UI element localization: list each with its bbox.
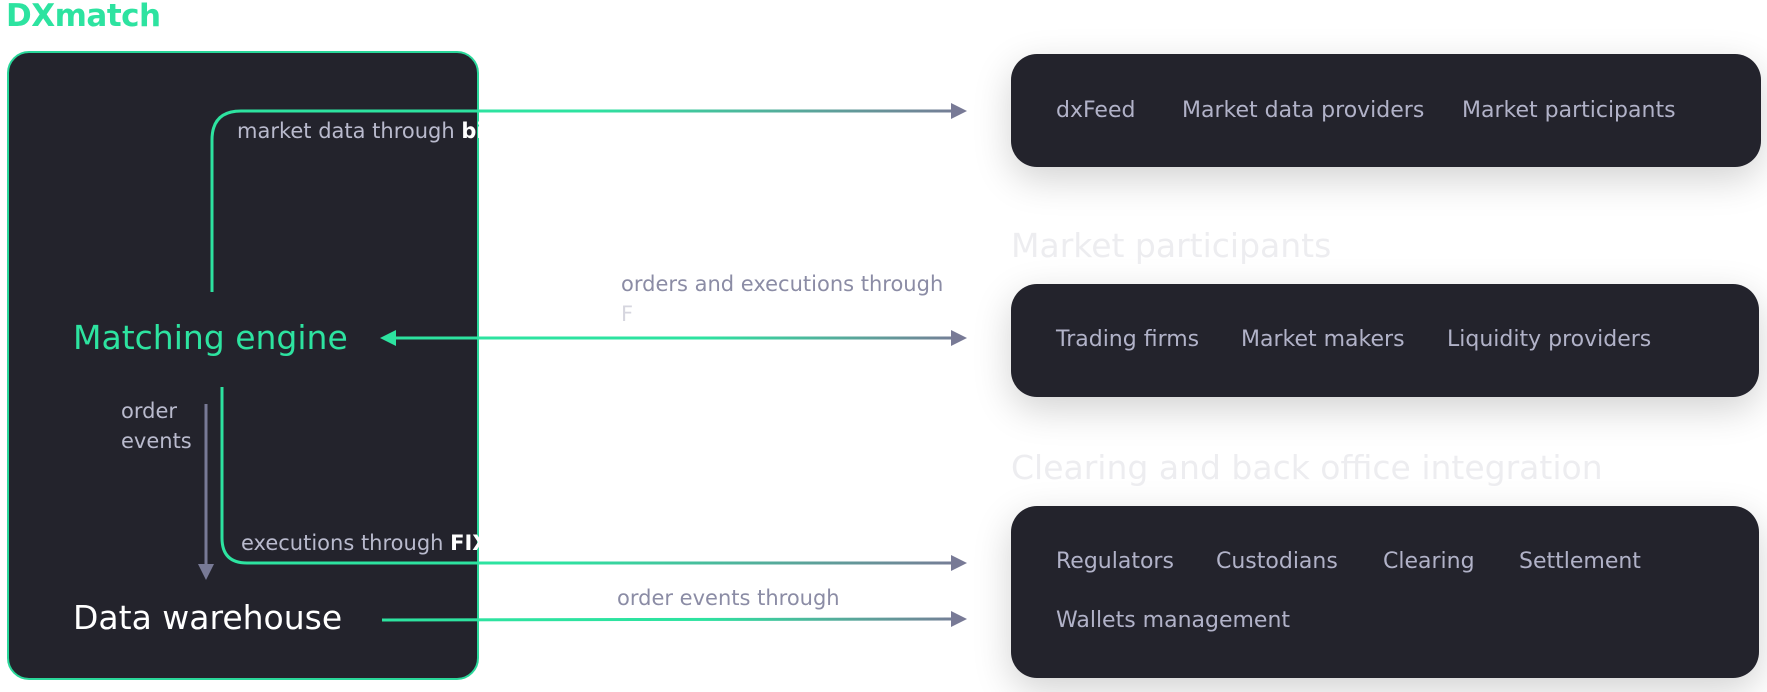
card-item-market-makers: Market makers [1241, 327, 1405, 352]
order-events-through-edge-label: order events through [617, 586, 840, 610]
card-item-settlement: Settlement [1519, 549, 1641, 574]
market-data-edge-label: market data through binary and w [237, 118, 615, 144]
card-item-trading-firms: Trading firms [1056, 327, 1200, 352]
clearing-card [1011, 506, 1759, 678]
section-title-clearing: Clearing and back office integration [1011, 448, 1603, 487]
arrowhead-market-data [951, 103, 967, 119]
card-item-regulators: Regulators [1056, 549, 1174, 574]
card-item-wallets-management: Wallets management [1056, 608, 1291, 633]
card-item-dxfeed: dxFeed [1056, 98, 1136, 123]
arrowhead-warehouse [951, 611, 967, 627]
card-item-market-participants: Market participants [1462, 98, 1676, 123]
executions-edge-prefix: executions through [241, 531, 451, 555]
card-item-liquidity-providers: Liquidity providers [1447, 327, 1652, 352]
executions-edge-label: executions through FIX API [241, 530, 535, 556]
arrowhead-participants-right [951, 330, 967, 346]
data-warehouse-label: Data warehouse [73, 598, 343, 637]
card-item-market-data-providers: Market data providers [1182, 98, 1425, 123]
matching-engine-label: Matching engine [73, 318, 348, 357]
section-title-market-participants: Market participants [1011, 226, 1332, 265]
order-events-edge-label-line2: events [121, 429, 192, 453]
warehouse-connector [381, 617, 953, 622]
dxmatch-panel [7, 51, 479, 680]
executions-connector [220, 387, 952, 565]
market-data-card [1011, 54, 1761, 167]
order-events-edge-label-line1: order [121, 399, 177, 423]
market-data-edge-prefix: market data through [237, 119, 462, 143]
orders-executions-edge-label-line1: orders and executions through [621, 272, 944, 296]
executions-edge-strong: FIX API [450, 531, 536, 555]
arrowhead-order-events-down [198, 564, 214, 580]
arrowhead-executions [951, 555, 967, 571]
market-data-edge-strong: binary and w [461, 119, 615, 143]
market-data-connector [210, 109, 952, 292]
orders-executions-edge-label-line2: F [621, 302, 634, 326]
card-item-clearing: Clearing [1383, 549, 1475, 574]
brand-title: DXmatch [6, 0, 161, 34]
card-item-custodians: Custodians [1216, 549, 1338, 574]
arrowhead-engine-left [380, 330, 396, 346]
market-participants-card [1011, 284, 1759, 397]
